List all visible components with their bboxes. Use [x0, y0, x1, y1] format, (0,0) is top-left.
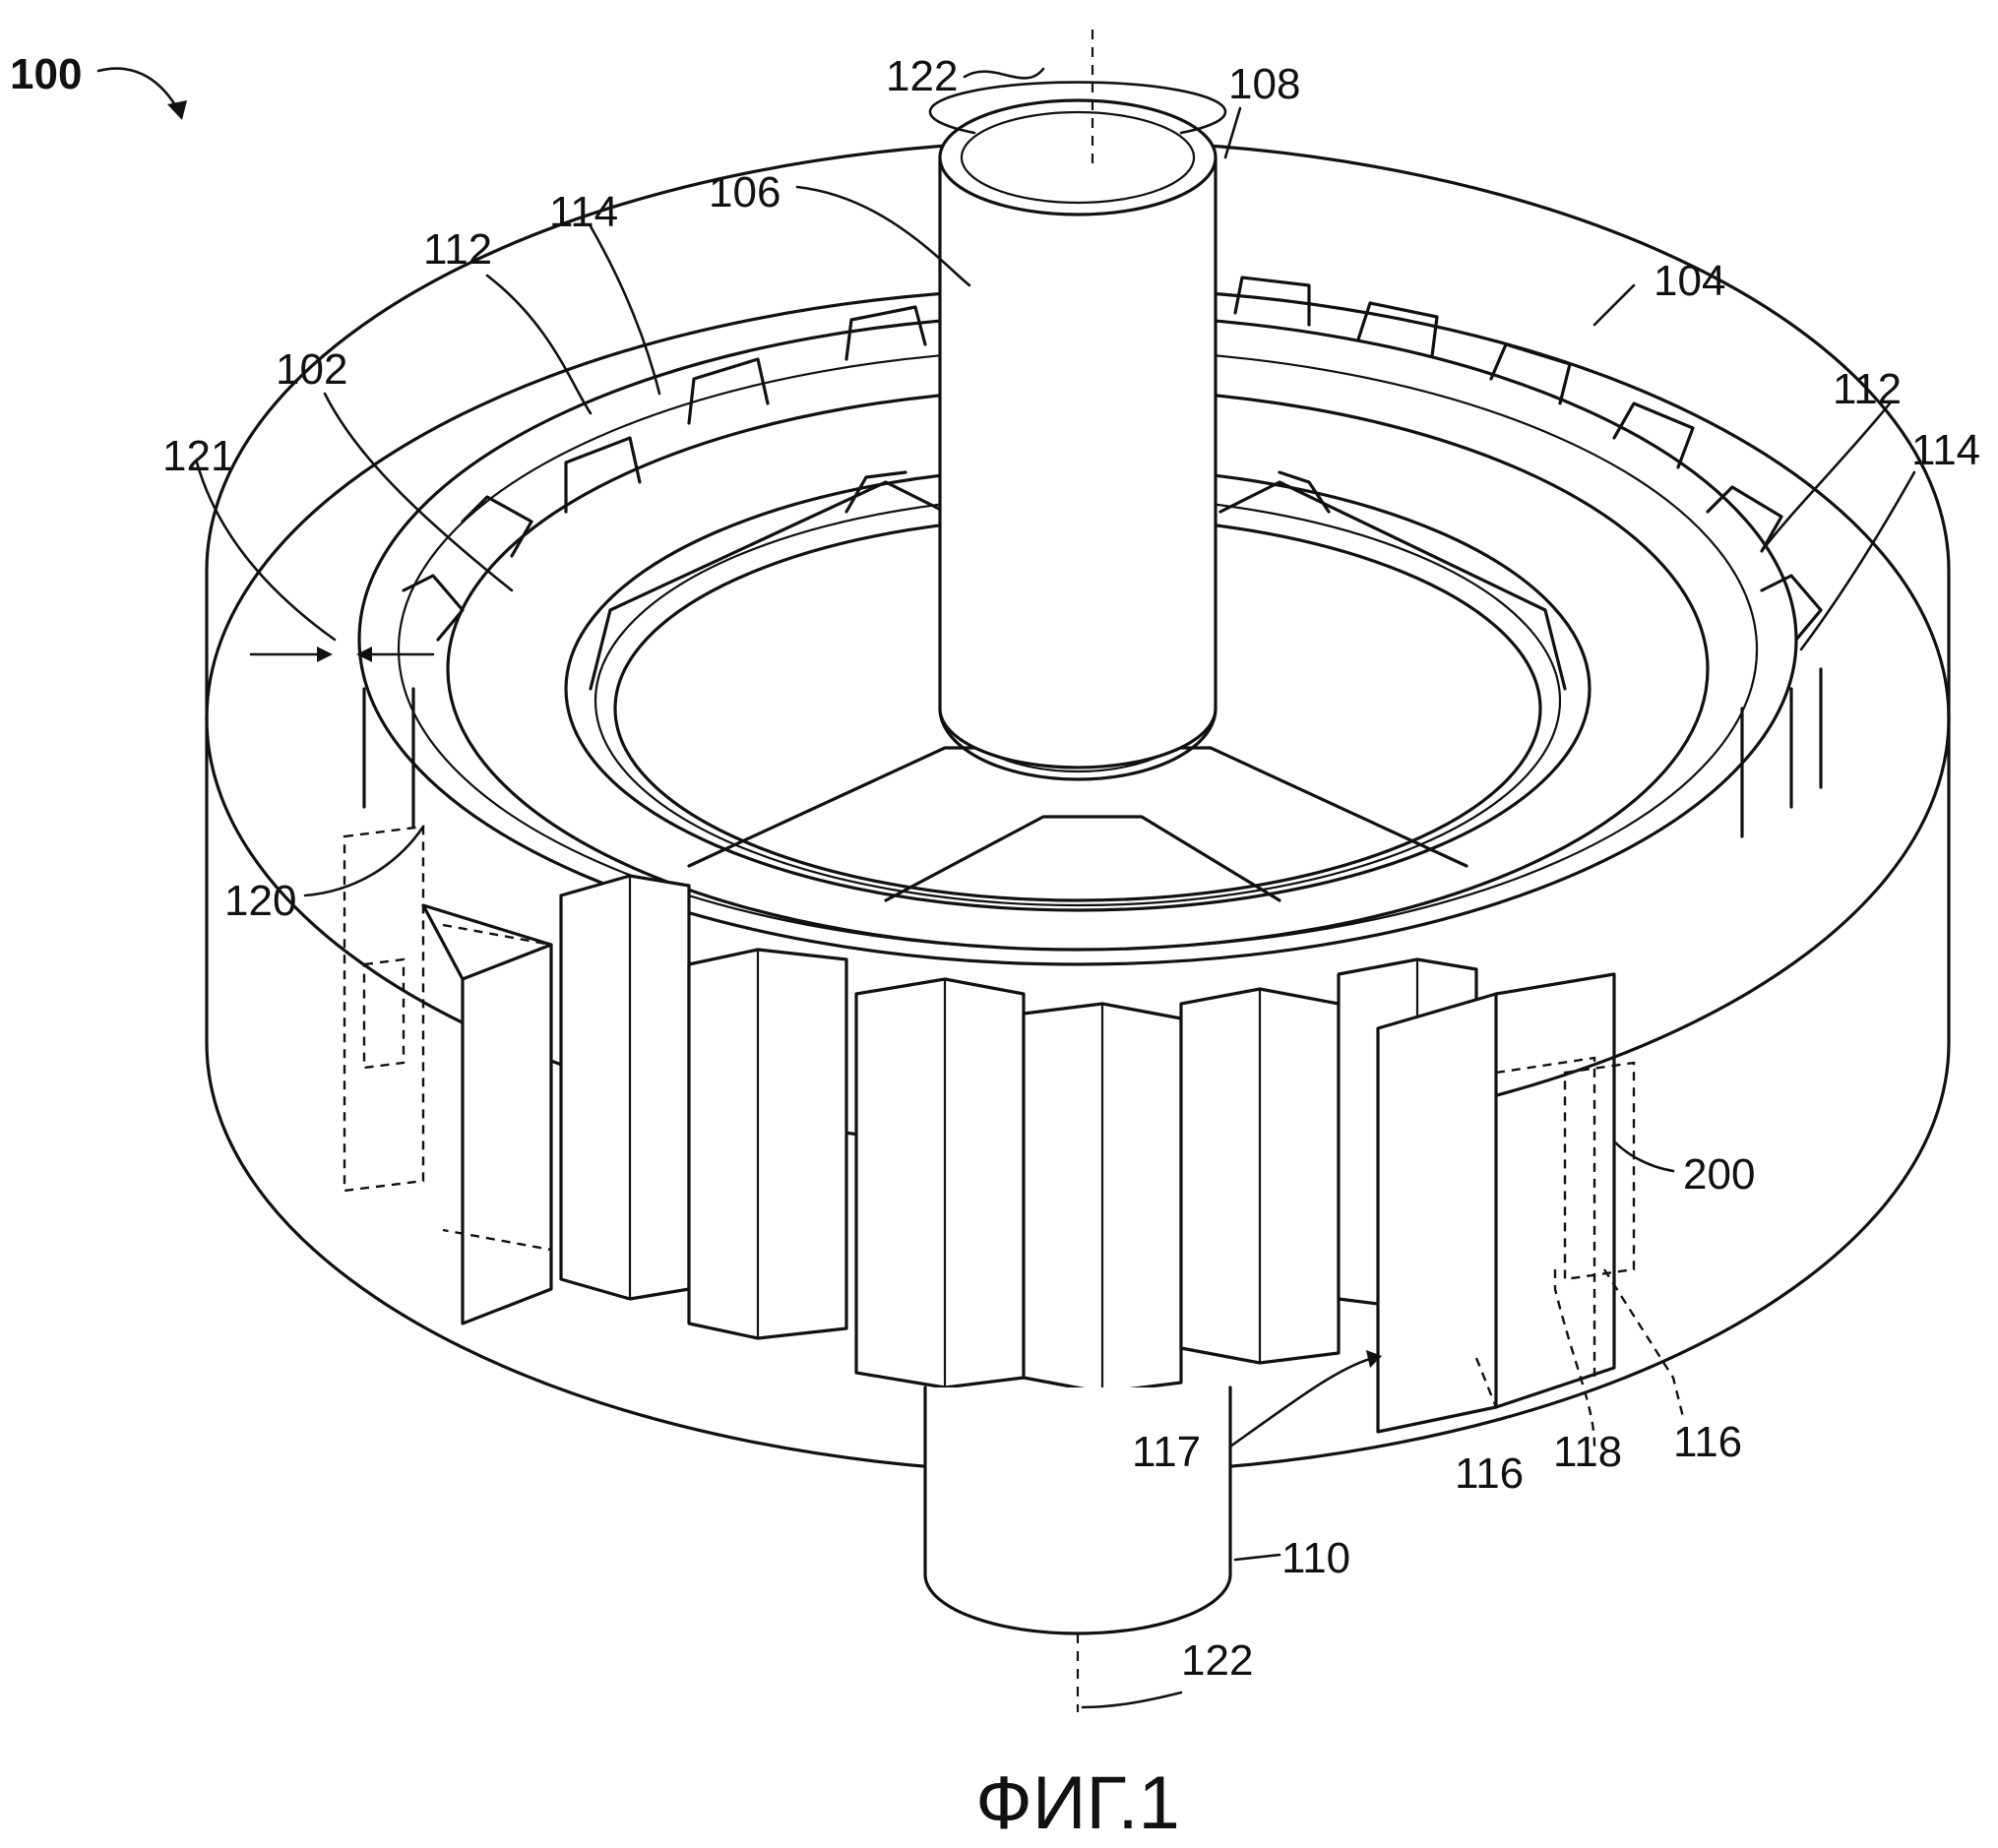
label-100: 100: [10, 50, 82, 98]
label-118: 118: [1553, 1428, 1622, 1476]
gap-arrows: [249, 647, 435, 662]
leader-lines: [96, 67, 1916, 1709]
label-116-b: 116: [1673, 1418, 1742, 1466]
label-116-a: 116: [1455, 1449, 1524, 1498]
label-104: 104: [1654, 257, 1725, 305]
front-teeth: [559, 874, 1478, 1394]
shaft: [923, 98, 1232, 1635]
label-106: 106: [709, 168, 780, 216]
label-112-left: 112: [423, 225, 492, 274]
rotation-axis: [928, 30, 1227, 1712]
label-120: 120: [224, 877, 296, 925]
label-110: 110: [1281, 1534, 1350, 1582]
label-121: 121: [162, 432, 234, 480]
label-112-right: 112: [1833, 365, 1902, 413]
label-114-right: 114: [1911, 426, 1980, 474]
label-117: 117: [1132, 1428, 1201, 1476]
label-108: 108: [1228, 60, 1300, 108]
label-122-bottom: 122: [1181, 1636, 1253, 1685]
label-114-left: 114: [549, 188, 618, 236]
label-200: 200: [1683, 1150, 1755, 1199]
sensor-blocks: [343, 825, 1685, 1448]
label-122-top: 122: [886, 52, 958, 100]
reference-numerals: 100 122 108 106 104 114 112 102 121 112 …: [10, 50, 1980, 1685]
label-102: 102: [276, 345, 347, 394]
figure-caption: ФИГ.1: [975, 1761, 1180, 1845]
